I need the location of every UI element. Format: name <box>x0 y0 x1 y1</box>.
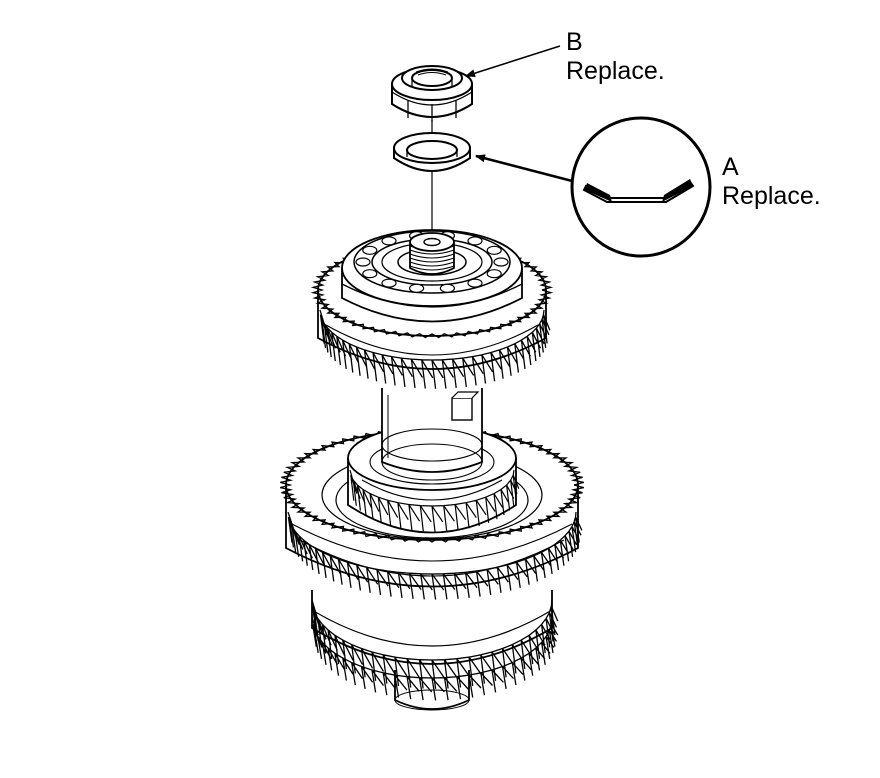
bearing-ball <box>486 269 502 279</box>
bearing-ball <box>439 283 455 293</box>
callout-b-leader <box>465 45 561 78</box>
gear-lower-teeth <box>311 599 559 701</box>
gear-upper-teeth <box>310 241 554 389</box>
washer-cross-section-detail-icon <box>570 116 712 258</box>
shaft-midsection <box>381 388 483 481</box>
bearing-ball <box>362 269 378 279</box>
callout-b-note: Replace. <box>566 57 665 85</box>
bearing-ball <box>467 236 483 246</box>
countershaft-gear-assembly-icon <box>280 229 584 711</box>
callout-b-letter: B <box>566 28 583 56</box>
callout-a-label: A Replace. <box>722 153 821 211</box>
callout-a-leader <box>475 154 577 184</box>
bearing-ball <box>381 236 397 246</box>
bearing-ball <box>381 278 397 288</box>
gear-middle-teeth <box>280 427 584 600</box>
locknut-icon <box>391 65 473 122</box>
bearing-ball <box>467 278 483 288</box>
callout-a-note: Replace. <box>722 182 821 210</box>
gear-lower <box>311 590 559 701</box>
bearing-ball <box>362 245 378 255</box>
gear-inner-teeth <box>349 469 520 532</box>
callout-b-label: B Replace. <box>566 28 665 86</box>
conical-spring-washer-icon <box>393 132 471 172</box>
bearing-ball <box>493 257 509 267</box>
threaded-shaft-end <box>409 232 455 275</box>
bearing-ball <box>486 245 502 255</box>
bearing-ball <box>355 257 371 267</box>
bearing-ball <box>409 283 425 293</box>
callout-a-letter: A <box>722 153 739 181</box>
